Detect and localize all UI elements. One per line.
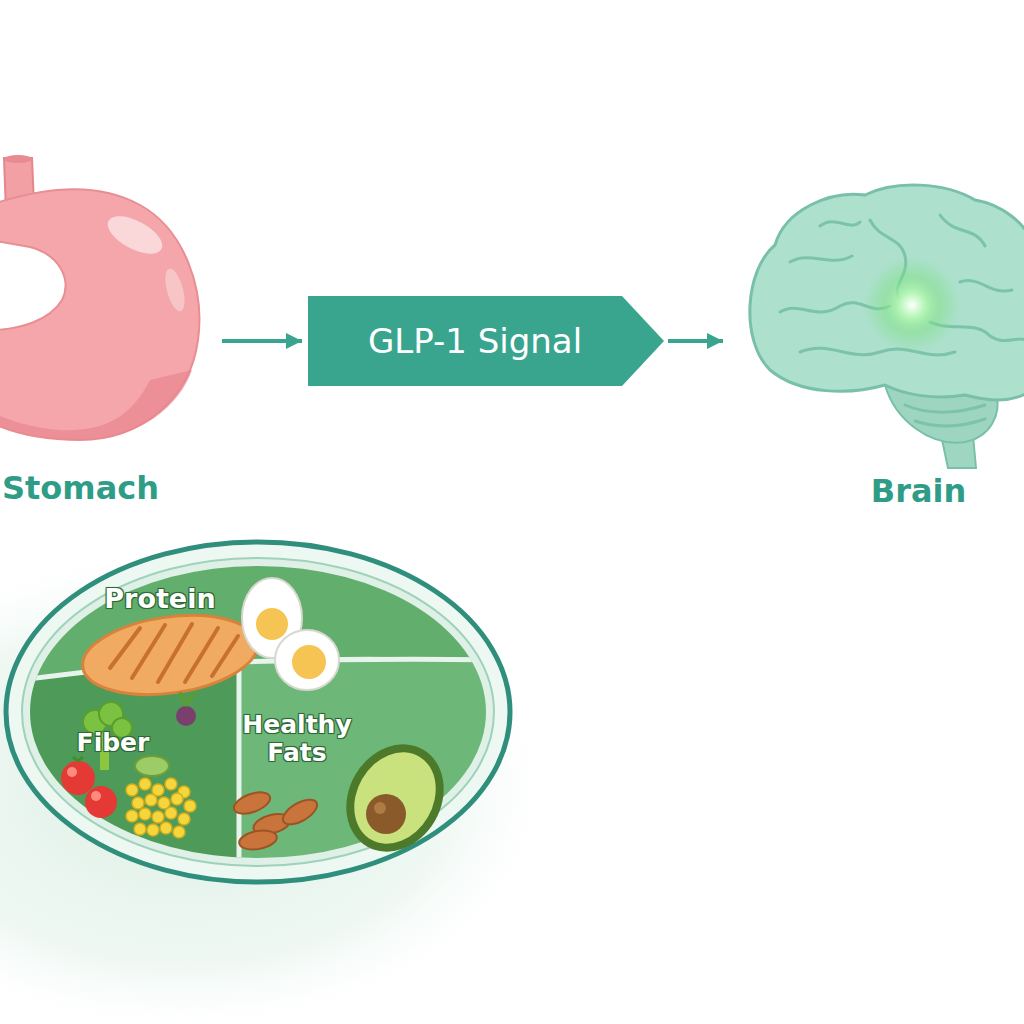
tomato-highlight [67,767,77,777]
eggs [242,578,339,690]
brain-fold [960,281,1012,292]
fiber-area [20,662,240,900]
brain-folds [780,215,1024,426]
chicken-shape [78,605,263,705]
node-label: Stomach [2,469,159,507]
corn-kernel [139,808,151,820]
avocado-pit-highlight [374,802,386,814]
vegetables [61,692,196,838]
brain-fold [790,256,852,262]
flow-arrow [222,339,302,343]
avocado-pit [366,794,406,834]
stomach-illustration [0,155,199,440]
egg-yolk [256,608,288,640]
flow-arrow [668,339,723,343]
organ-label-box: Stomach [0,175,210,510]
plate-section: Protein [40,560,480,660]
almond [279,795,321,830]
stomach-highlight [102,209,168,262]
corn-kernel [173,826,185,838]
grill-mark [212,636,238,676]
corn-kernel [184,800,196,812]
node-label: GLP-1 Signal [368,321,582,361]
corn-kernel [178,813,190,825]
grill-mark [158,624,192,682]
corn-kernel [126,810,138,822]
healthy-fat-foods [231,727,463,870]
brain-fold [820,222,860,226]
chicken-breast [78,605,263,705]
tomato [85,786,117,818]
egg-white [275,630,339,690]
tomato [61,761,95,795]
grill-mark [132,625,165,678]
avocado-skin [327,727,463,870]
corn-kernel [126,784,138,796]
node-label: Healthy Fats [237,711,357,766]
brain-fold [800,348,955,355]
brain-glow [864,257,960,353]
stomach-shade [0,370,192,440]
corn-kernel [147,824,159,836]
almond [231,788,273,818]
esophagus-opening [4,155,32,163]
brain-illustration [750,185,1024,468]
flow-arrow-group [222,341,302,342]
tomato-stem [73,757,83,761]
plate-section: Healthy Fats [237,665,487,860]
background-wash [0,540,600,1024]
tomato-highlight [91,791,101,801]
node-label: Brain [871,472,967,510]
beet [176,706,196,726]
grill-mark [110,628,140,668]
almond [238,828,279,852]
plate-section: Fiber [35,665,235,860]
grill-marks [110,624,238,682]
corn-kernel [165,778,177,790]
cucumber [135,756,169,776]
egg-yolk [292,645,326,679]
stomach-body [0,189,199,440]
fats-area [240,659,500,900]
plate-surface [20,540,500,900]
corn-kernel [134,823,146,835]
signal-banner: GLP-1 Signal [308,296,664,386]
organ-label-box: Brain [735,180,1024,515]
brain-fold [915,419,985,426]
stomach-highlight [162,267,189,314]
beet-leaves [180,692,194,706]
node-label: Protein [104,584,215,614]
corn-kernel [145,794,157,806]
avocado-flesh [338,737,452,858]
corn-kernel [139,778,151,790]
corn-kernel [165,807,177,819]
brain-fold [905,405,985,412]
corn-kernel [132,797,144,809]
corn-kernel [160,822,172,834]
plate-illustration [6,540,510,900]
corn-kernel [152,811,164,823]
brain-fold [940,215,985,246]
chevron-fill [308,296,664,386]
corn-kernels [126,778,196,838]
flow-arrow-group [668,341,723,342]
cerebrum [750,185,1024,400]
node-label: Fiber [77,729,150,757]
corn-kernel [171,793,183,805]
